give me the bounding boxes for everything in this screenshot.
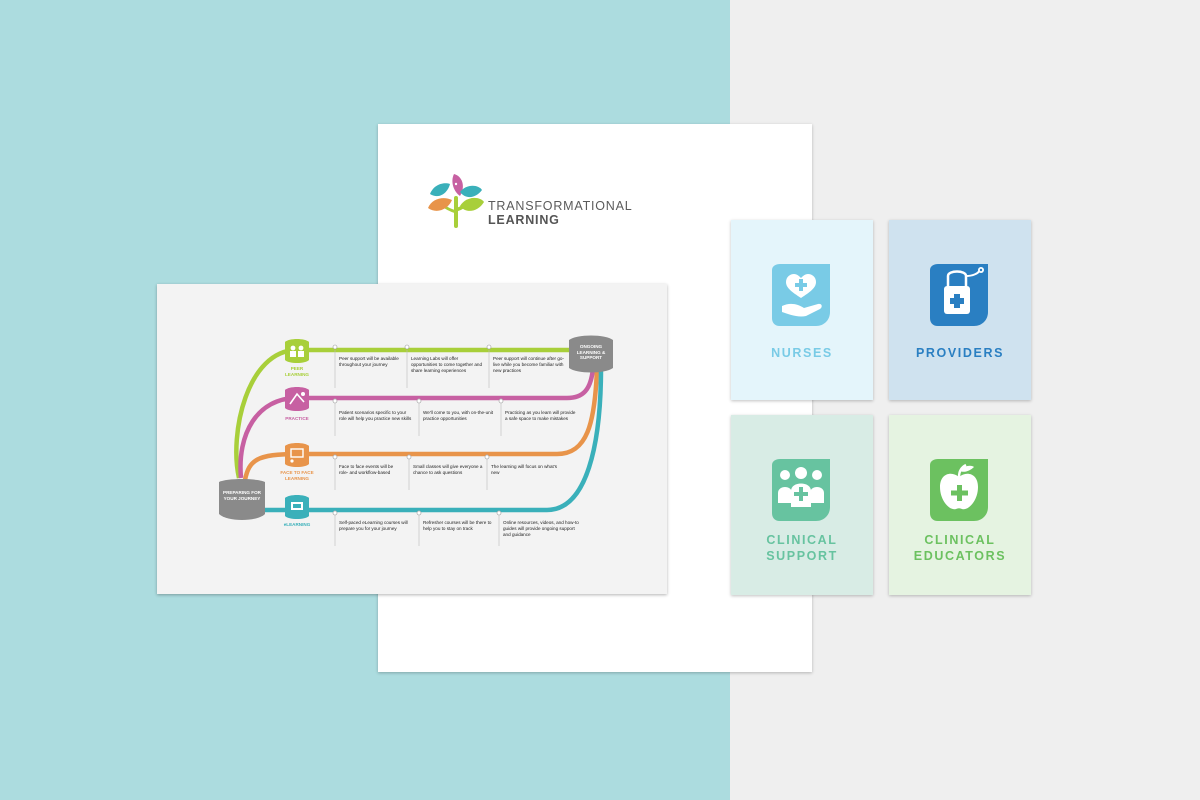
track-label-elearning: eLEARNING (283, 522, 311, 527)
track-text: Refresher courses will be there to help … (423, 520, 492, 531)
card-label: CLINICAL (766, 533, 838, 547)
team-icon (772, 459, 830, 521)
card-label-line-2: SUPPORT (766, 549, 838, 563)
track-face-path (242, 367, 600, 481)
card-providers: PROVIDERS (889, 220, 1031, 400)
track-text: We'll come to you, with on-the-unit prac… (423, 410, 493, 421)
card-clinical-educators: CLINICAL EDUCATORS (889, 415, 1031, 595)
stethoscope-bag-icon (930, 264, 988, 326)
computer-icon (285, 495, 309, 519)
track-text: Peer support will continue after go-live… (493, 356, 564, 373)
track-text: Peer support will be available throughou… (339, 356, 399, 367)
track-text: Small classes will give everyone a chanc… (413, 464, 483, 475)
heart-hand-icon (772, 264, 830, 326)
track-label-peer: PEER LEARNING (285, 366, 309, 377)
track-text: The learning will focus on what's new (491, 464, 557, 475)
track-text: Practicing as you learn will provide a s… (505, 410, 576, 421)
brand-line-1: TRANSFORMATIONAL (488, 199, 633, 213)
learning-journey-map: PREPARING FOR YOUR JOURNEY ONGOING LEARN… (157, 284, 667, 594)
card-label: NURSES (771, 346, 833, 360)
track-text: Face to face events will be role- and wo… (339, 464, 394, 475)
start-label: PREPARING FOR YOUR JOURNEY (223, 490, 261, 501)
card-label-line-2: EDUCATORS (913, 549, 1007, 563)
peer-icon (285, 339, 309, 363)
start-leaf-shape (219, 479, 265, 520)
end-label: ONGOING LEARNING & SUPPORT (576, 344, 606, 361)
journey-paths (219, 335, 613, 546)
brand-line-2: LEARNING (488, 213, 560, 227)
track-text: Learning Labs will offer opportunities t… (411, 356, 482, 373)
card-label: CLINICAL (924, 533, 996, 547)
tree-logo-icon (428, 174, 484, 228)
track-label-face: FACE TO FACE LEARNING (280, 470, 314, 481)
track-text: Patient scenarios specific to your role … (339, 410, 412, 421)
track-elearning-path (263, 367, 604, 513)
end-leaf-shape (569, 335, 613, 373)
card-label: PROVIDERS (915, 346, 1005, 360)
apple-icon (930, 459, 988, 521)
track-label-practice: PRACTICE (285, 416, 309, 421)
card-nurses: NURSES (731, 220, 873, 400)
track-text: Self-paced eLearning courses will prepar… (339, 520, 408, 531)
brand-wordmark: TRANSFORMATIONAL LEARNING (488, 199, 633, 227)
card-clinical-support: CLINICAL SUPPORT (731, 415, 873, 595)
track-text: Online resources, videos, and how-to gui… (503, 520, 579, 537)
classroom-icon (285, 443, 309, 467)
practice-icon (285, 387, 309, 411)
